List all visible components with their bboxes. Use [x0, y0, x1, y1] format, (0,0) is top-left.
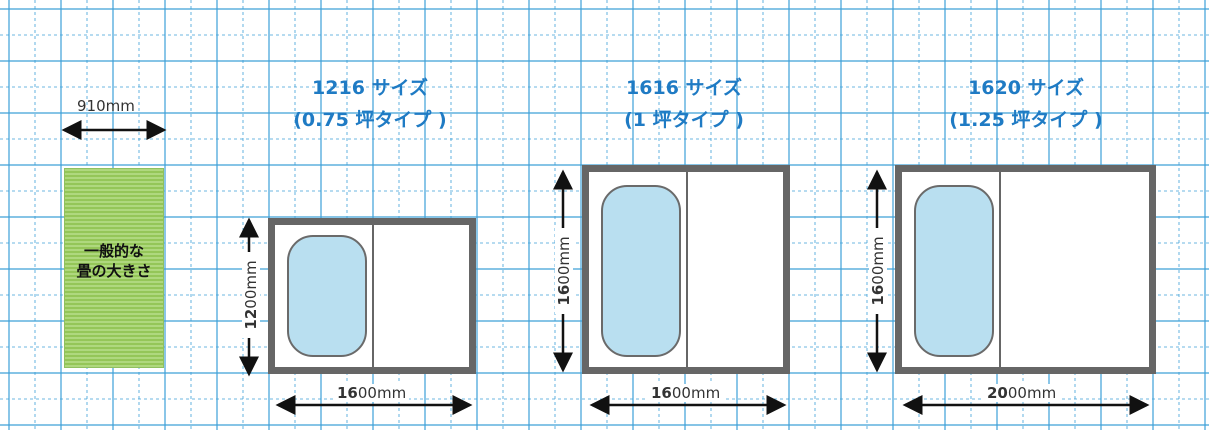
- room-1216-title: 1216 サイズ (0.75 坪タイプ ): [270, 72, 470, 136]
- tatami-mat: 一般的な 畳の大きさ: [64, 168, 164, 368]
- room-1216-width-bold: 16: [337, 384, 358, 402]
- room-1620-width-arrow: [902, 395, 1150, 415]
- room-1216-bathtub: [287, 235, 367, 357]
- room-1620-floorplan: [895, 165, 1156, 374]
- room-1216-floorplan: [268, 218, 476, 374]
- room-1616-title-line1: 1616 サイズ: [626, 77, 742, 99]
- room-1616-height-label: 1600mm: [555, 228, 573, 314]
- room-1616-partition: [686, 172, 688, 367]
- room-1616-width-bold: 16: [651, 384, 672, 402]
- room-1216-width-rest: 00mm: [357, 384, 407, 402]
- room-1216-height-label: 1200mm: [242, 252, 260, 338]
- room-1620-title: 1620 サイズ (1.25 坪タイプ ): [926, 72, 1126, 136]
- room-1216-partition: [372, 225, 374, 367]
- room-1616-height-rest: 00mm: [555, 236, 573, 285]
- tatami-width-label: 910mm: [77, 97, 135, 115]
- room-1620-width-rest: 00mm: [1007, 384, 1057, 402]
- tatami-caption-line2: 畳の大きさ: [76, 262, 152, 280]
- tatami-width-arrow: [61, 120, 167, 140]
- room-1216-width-arrow: [275, 395, 473, 415]
- room-1616-title: 1616 サイズ (1 坪タイプ ): [584, 72, 784, 136]
- room-1620-title-line1: 1620 サイズ: [968, 77, 1084, 99]
- room-1216-height-rest: 00mm: [242, 260, 260, 309]
- room-1616-title-line2: (1 坪タイプ ): [624, 109, 744, 131]
- room-1616-bathtub: [601, 185, 681, 357]
- room-1620-width-bold: 20: [987, 384, 1008, 402]
- tatami-caption: 一般的な 畳の大きさ: [65, 241, 163, 281]
- room-1620-title-line2: (1.25 坪タイプ ): [949, 109, 1103, 131]
- room-1216-title-line1: 1216 サイズ: [312, 77, 428, 99]
- room-1620-height-label: 1600mm: [869, 228, 887, 314]
- room-1620-height-bold: 16: [869, 284, 887, 306]
- room-1216-height-bold: 12: [242, 308, 260, 330]
- room-1616-height-bold: 16: [555, 284, 573, 306]
- room-1216-width-label: 1600mm: [334, 384, 410, 402]
- room-1616-width-label: 1600mm: [648, 384, 724, 402]
- room-1620-height-rest: 00mm: [869, 236, 887, 285]
- room-1216-title-line2: (0.75 坪タイプ ): [293, 109, 447, 131]
- room-1616-width-rest: 00mm: [671, 384, 721, 402]
- room-1616-width-arrow: [589, 395, 787, 415]
- room-1620-width-label: 2000mm: [984, 384, 1060, 402]
- room-1620-bathtub: [914, 185, 994, 357]
- tatami-caption-line1: 一般的な: [83, 242, 144, 260]
- room-1620-partition: [999, 172, 1001, 367]
- room-1616-floorplan: [582, 165, 790, 374]
